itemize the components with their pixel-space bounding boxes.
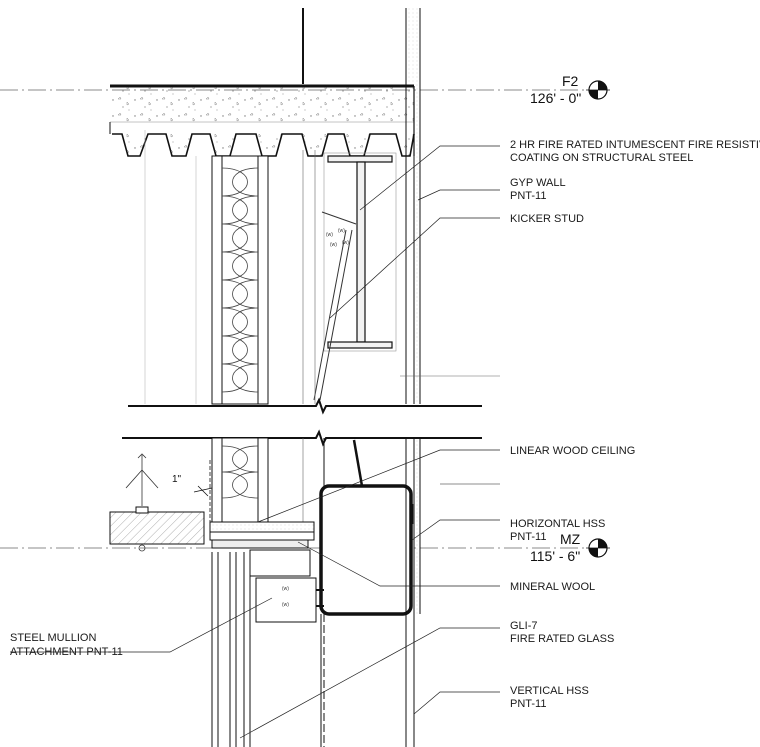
fastener-tags: (w) (w) (w) (w) <box>326 228 349 248</box>
leader-lines <box>10 145 500 739</box>
level-name: F2 <box>562 73 579 89</box>
horizontal-hss <box>319 438 413 616</box>
callout-line: ATTACHMENT PNT-11 <box>10 646 123 658</box>
callout-line: PNT-11 <box>510 531 546 543</box>
leader-gyp-wall <box>417 189 500 201</box>
level-name: MZ <box>560 531 581 547</box>
level-marker-mz: MZ 115' - 6" <box>530 531 610 564</box>
callout-line: PNT-11 <box>510 698 546 710</box>
exterior-wall-upper <box>144 86 500 404</box>
leader-mineral-wool <box>297 541 500 587</box>
level-target-icon <box>586 80 610 100</box>
fastener-tag: (w) <box>326 232 333 238</box>
level-lines <box>0 89 590 549</box>
callout-line: HORIZONTAL HSS <box>510 518 605 530</box>
upper-wall <box>302 8 421 86</box>
dimension-text: 1" <box>172 474 182 485</box>
callout-line: GLI-7 <box>510 620 538 632</box>
fastener-tag: (w) <box>330 242 337 248</box>
callout-line: 2 HR FIRE RATED INTUMESCENT FIRE RESISTI… <box>510 139 760 151</box>
glazing-mullion <box>211 549 324 747</box>
callout-horizontal-hss: HORIZONTAL HSS PNT-11 <box>510 518 605 543</box>
callout-line: KICKER STUD <box>510 213 584 225</box>
level-marker-f2: F2 126' - 0" <box>530 73 610 106</box>
dimension-1in <box>193 460 213 522</box>
fastener-tag: (w) <box>282 586 289 592</box>
callout-line: PNT-11 <box>510 190 546 202</box>
callout-linear-wood-ceiling: LINEAR WOOD CEILING <box>510 445 635 457</box>
callout-line: MINERAL WOOL <box>510 581 595 593</box>
break-lines <box>122 397 482 447</box>
leader-linear-wood-ceiling <box>257 449 500 523</box>
callout-kicker-stud: KICKER STUD <box>510 213 584 225</box>
callout-gyp-wall: GYP WALL PNT-11 <box>510 177 566 202</box>
kicker-stud <box>313 211 357 401</box>
fastener-tag: (w) <box>282 602 289 608</box>
callout-line: STEEL MULLION <box>10 632 96 644</box>
callout-steel-mullion: STEEL MULLION ATTACHMENT PNT-11 <box>10 632 123 658</box>
gyp-wall-upper <box>211 150 316 405</box>
leader-vertical-hss <box>413 691 500 715</box>
callout-line: FIRE RATED GLASS <box>510 633 614 645</box>
hanger-wire <box>125 453 159 552</box>
ceiling-assembly <box>109 506 315 549</box>
gyp-wall-lower <box>211 437 304 523</box>
floor-slab <box>109 84 415 157</box>
leader-fire-coating <box>359 145 500 211</box>
steel-beam <box>323 152 397 352</box>
leader-fire-rated-glass <box>239 627 500 739</box>
level-elevation: 126' - 0" <box>530 90 581 106</box>
fastener-tag: (w) <box>342 240 349 246</box>
leader-kicker-stud <box>329 217 500 319</box>
callout-line: GYP WALL <box>510 177 566 189</box>
callout-line: LINEAR WOOD CEILING <box>510 445 635 457</box>
mullion-tags: (w) (w) <box>282 586 289 608</box>
level-elevation: 115' - 6" <box>530 548 580 564</box>
callout-fire-rated-glass: GLI-7 FIRE RATED GLASS <box>510 620 614 645</box>
callout-mineral-wool: MINERAL WOOL <box>510 581 595 593</box>
level-target-icon <box>586 538 610 558</box>
insulation-batt-upper <box>221 167 259 393</box>
leader-horizontal-hss <box>411 519 500 541</box>
callout-line: VERTICAL HSS <box>510 685 589 697</box>
vertical-hss <box>320 438 421 747</box>
callout-fire-coating: 2 HR FIRE RATED INTUMESCENT FIRE RESISTI… <box>510 139 760 164</box>
insulation-batt-lower <box>221 445 259 499</box>
fastener-tag: (w) <box>338 228 345 234</box>
callout-line: COATING ON STRUCTURAL STEEL <box>510 152 693 164</box>
leader-steel-mullion <box>10 597 273 653</box>
callout-vertical-hss: VERTICAL HSS PNT-11 <box>510 685 589 710</box>
